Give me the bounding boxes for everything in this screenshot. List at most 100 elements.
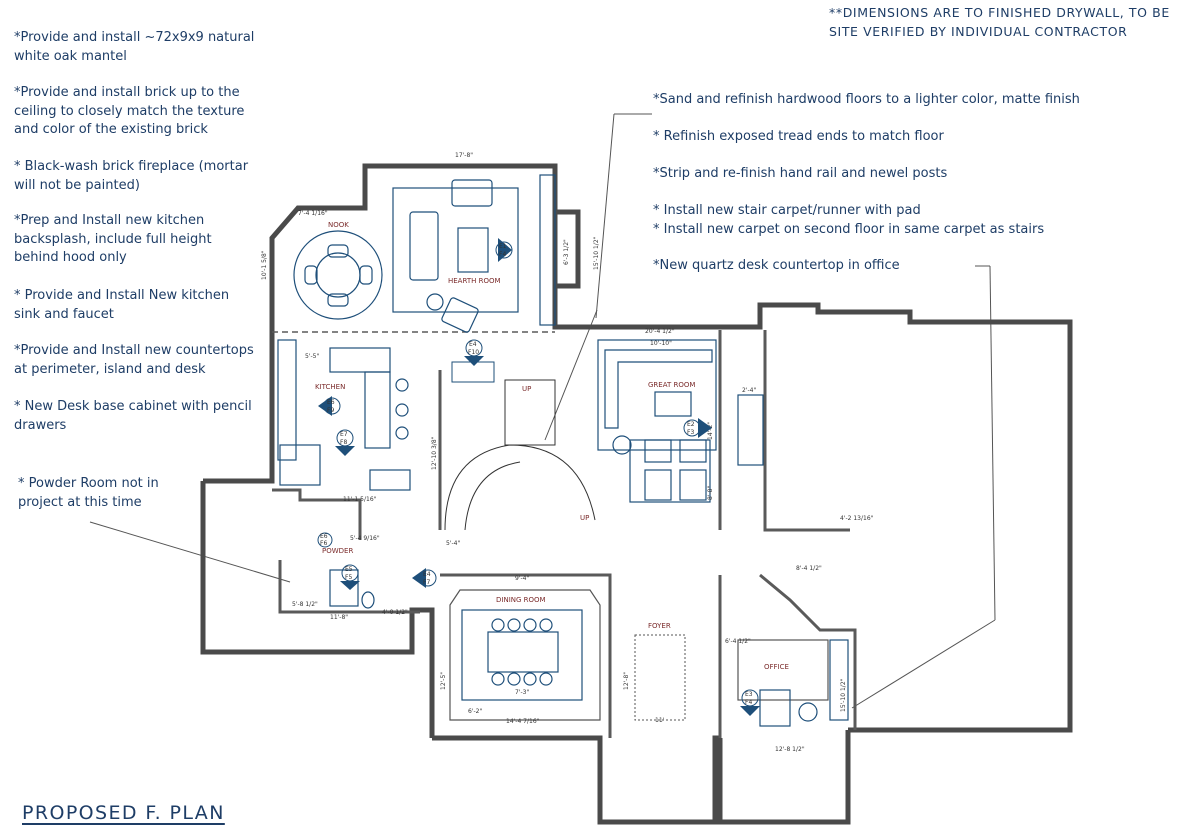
hearth-fireplace-hearth <box>539 174 556 326</box>
leader-office-2 <box>989 265 996 621</box>
room-label-great: GREAT ROOM <box>648 381 695 389</box>
nook-chair-e <box>359 265 373 285</box>
office-built-in <box>829 639 849 721</box>
great-coffee-table <box>654 391 692 417</box>
stairs <box>444 361 596 531</box>
note-stair-carpet: * Install new stair carpet/runner with p… <box>653 203 1045 237</box>
great-rug <box>597 339 717 451</box>
nook-chair-n <box>327 244 349 258</box>
dim-powder-length: 5'-8 1/2" <box>292 601 318 608</box>
kitchen-cabinets <box>277 339 411 491</box>
svg-text:F10: F10 <box>468 349 479 356</box>
office-furniture <box>737 639 849 727</box>
dim-great-top: 20'-4 1/2" <box>645 328 675 335</box>
hearth-furniture <box>392 174 556 333</box>
dining-chair-2 <box>507 618 521 632</box>
office-chair <box>798 702 818 722</box>
leader-lines <box>89 113 996 709</box>
svg-text:E4: E4 <box>469 341 477 348</box>
exterior-walls <box>200 163 1073 825</box>
leader-stairs <box>544 309 598 441</box>
dining-bay <box>449 589 601 721</box>
room-label-kitchen: KITCHEN <box>315 383 345 391</box>
nook-chair-s <box>327 293 349 307</box>
svg-text:F3: F3 <box>687 429 694 436</box>
note-fireplace: * Black-wash brick fireplace (mortar wil… <box>14 159 249 193</box>
leader-office-3 <box>851 619 996 709</box>
dining-rug <box>461 609 583 701</box>
hearth-armchair-bottom <box>441 297 479 333</box>
dim-stair: 12'-10 3/8" <box>431 436 438 470</box>
stool-1 <box>395 378 409 392</box>
elevation-tags: E1 F4 E4 F10 E6 F9 E7 F8 <box>317 238 760 716</box>
dim-dining-inner2: 6'-2" <box>468 708 482 715</box>
leader-hardwood <box>595 113 615 319</box>
hearth-rug <box>392 187 519 313</box>
powder-fixtures <box>329 569 375 609</box>
dining-chair-4 <box>539 618 553 632</box>
hearth-side-table <box>426 293 444 311</box>
svg-text:E5: E5 <box>345 566 353 573</box>
note-quartz-desk: *New quartz desk countertop in office <box>653 258 900 273</box>
dim-great-side: 2'-4" <box>742 387 756 394</box>
elev-tag-hall: E4 F7 <box>412 568 437 588</box>
powder-south-wall <box>278 560 420 614</box>
powder-wall <box>272 488 362 540</box>
svg-text:E1: E1 <box>499 243 507 250</box>
foyer-detail <box>634 634 686 721</box>
office-rug <box>737 639 829 701</box>
note-tread-ends: * Refinish exposed tread ends to match f… <box>653 129 944 144</box>
svg-text:E7: E7 <box>340 431 348 438</box>
stair-curved-run <box>444 444 596 531</box>
great-chair-4 <box>679 469 707 501</box>
dimensions-disclaimer: **DIMENSIONS ARE TO FINISHED DRYWALL, TO… <box>829 5 1170 39</box>
dim-hearth-side: 6'-3 1/2" <box>563 239 570 265</box>
dim-hearth-width: 17'-8" <box>455 152 473 159</box>
powder-toilet <box>361 591 375 609</box>
svg-text:F4: F4 <box>745 699 752 706</box>
dining-table <box>487 631 559 673</box>
kitchen-island-side <box>364 371 391 449</box>
room-label-office: OFFICE <box>764 663 789 671</box>
interior-walls <box>272 330 857 738</box>
elev-tag-great: E2 F3 <box>683 418 712 438</box>
hearth-coffee-table <box>457 227 489 273</box>
kitchen-range <box>279 444 321 486</box>
svg-text:F4: F4 <box>499 251 506 258</box>
dim-great-3: 14'-2" <box>707 422 714 440</box>
elev-tag-kitchen-2: E7 F8 <box>335 429 355 456</box>
note-brick: *Provide and install brick up to the cei… <box>14 85 245 137</box>
dim-hearth-right: 15'-10 1/2" <box>593 236 600 270</box>
dim-dining-inner: 7'-3" <box>515 689 529 696</box>
dim-office-bottom: 12'-8 1/2" <box>775 746 805 753</box>
great-chair-1 <box>644 439 672 463</box>
dining-chair-3 <box>523 618 537 632</box>
dim-right-2: 8'-4 1/2" <box>796 565 822 572</box>
dim-dining-left: 12'-5" <box>440 672 447 690</box>
room-label-hearth: HEARTH ROOM <box>448 277 501 285</box>
note-sink: * Provide and Install New kitchen sink a… <box>14 288 230 322</box>
dim-great-inner: 10'-10" <box>650 340 672 347</box>
dim-nook-length: 10'-1 5/8" <box>261 250 268 280</box>
wall-west-lower <box>200 481 435 738</box>
dim-great-4: 8'-8" <box>707 486 714 500</box>
dining-furniture <box>449 589 601 721</box>
stair-curved-inner <box>464 461 521 531</box>
room-label-powder: POWDER <box>322 547 353 555</box>
dining-chair-1 <box>491 618 505 632</box>
stair-label-up-1: UP <box>522 385 531 393</box>
dining-chair-8 <box>539 672 553 686</box>
svg-text:F8: F8 <box>340 439 347 446</box>
dim-dining-top: 9'-4" <box>515 575 529 582</box>
great-sectional <box>604 349 713 429</box>
svg-text:F5: F5 <box>345 574 352 581</box>
elev-tag-powder-2: E5 F5 <box>340 564 360 590</box>
note-countertops: *Provide and Install new countertops at … <box>14 343 254 377</box>
svg-text:F7: F7 <box>423 579 430 586</box>
svg-text:E4: E4 <box>423 571 431 578</box>
stair-straight-run <box>504 379 556 446</box>
svg-text:E6: E6 <box>327 399 335 406</box>
hearth-sofa <box>409 211 439 281</box>
dim-hall: 5'-4" <box>446 540 460 547</box>
